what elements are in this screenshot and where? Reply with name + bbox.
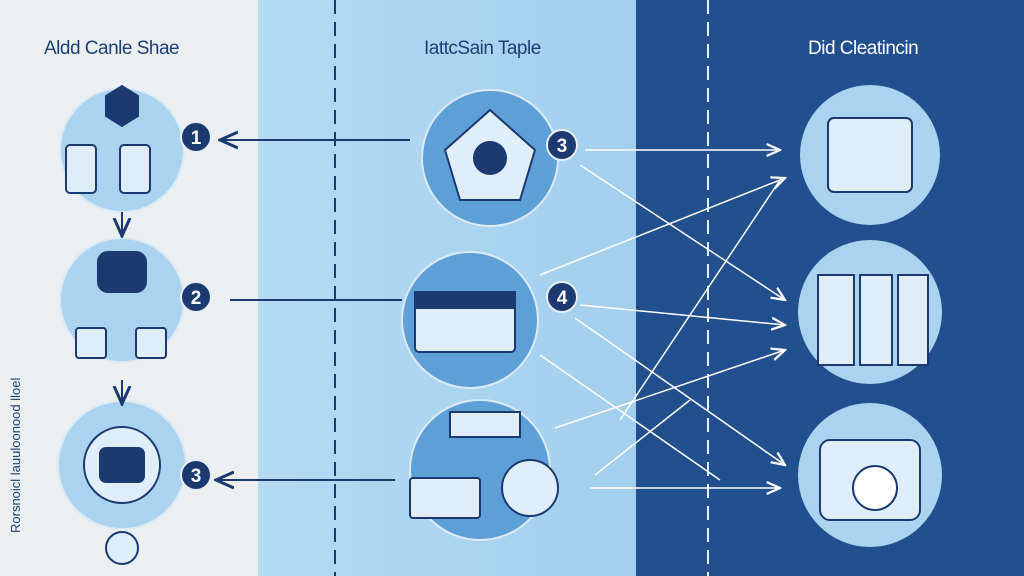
pipe-icon	[449, 411, 521, 438]
process-badge-3: 3	[546, 129, 578, 161]
coil-icon	[501, 459, 559, 517]
step-badge-3: 3	[180, 459, 212, 491]
coil-icon	[105, 531, 139, 565]
unit-icon	[409, 477, 481, 519]
device-icon	[97, 251, 147, 293]
panel-icon	[135, 327, 167, 359]
column-title-left: Aldd Canle Shae	[44, 38, 180, 59]
bottle-icon	[119, 144, 151, 194]
hex-icon	[105, 84, 139, 128]
bottle-icon	[65, 144, 97, 194]
column-title-right: Did Cleatincin	[808, 38, 919, 59]
cylinder-icon	[817, 274, 855, 366]
panel-icon	[75, 327, 107, 359]
step-badge-2: 2	[180, 281, 212, 313]
column-title-middle: IattcSain Taple	[424, 38, 541, 59]
process-badge-4: 4	[546, 281, 578, 313]
assembly-icon	[827, 117, 913, 193]
step-badge-1: 1	[180, 121, 212, 153]
